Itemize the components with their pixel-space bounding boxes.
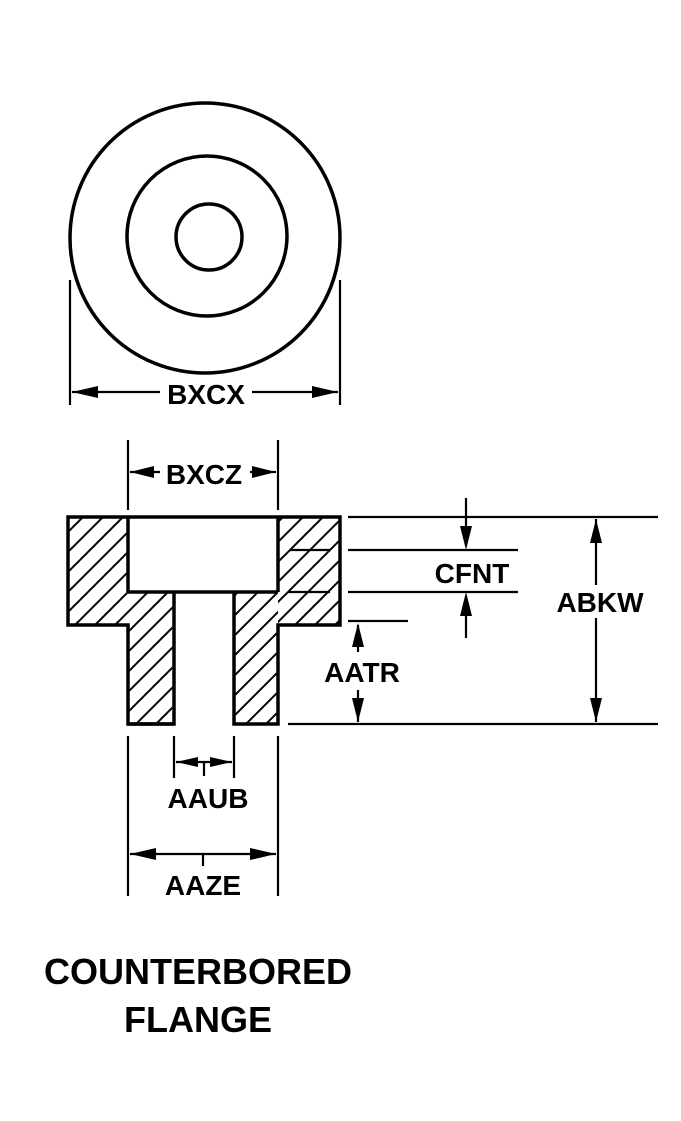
bore-circle: [174, 202, 244, 272]
hatch-line: [234, 592, 240, 598]
hatch-line: [73, 570, 128, 625]
hatch-line: [313, 598, 340, 625]
hatch-line: [410, 580, 570, 740]
section-view: BXCZ CFNT AATR ABKW: [0, 440, 658, 901]
dimension-label-aatr: AATR: [324, 657, 400, 688]
hatch-line: [390, 580, 550, 740]
dimension-cfnt: CFNT: [435, 498, 510, 638]
caption-line-2: FLANGE: [124, 999, 272, 1040]
dimension-label-cfnt: CFNT: [435, 558, 510, 589]
hatch-line: [128, 624, 174, 674]
hatch-line: [0, 500, 40, 640]
counterbore-circle: [125, 154, 289, 318]
hatch-line: [113, 610, 128, 625]
hatch-line: [278, 517, 305, 544]
hatch-line: [128, 592, 170, 634]
hatch-line: [234, 630, 278, 678]
dimension-abkw: ABKW: [556, 519, 644, 722]
hatch-line: [0, 500, 60, 640]
dimension-aatr: AATR: [324, 623, 400, 722]
hatch-line: [68, 550, 128, 614]
hatch-line: [278, 518, 340, 584]
hatch-line: [293, 578, 340, 625]
hatch-line: [68, 517, 85, 534]
dimension-label-bxcx: BXCX: [167, 379, 245, 410]
hatch-line: [68, 517, 105, 554]
hatch-line: [0, 580, 120, 740]
hatch-line: [68, 530, 128, 594]
dimension-label-bxcz: BXCZ: [166, 459, 242, 490]
hatch-line: [244, 690, 278, 724]
hatch-line: [70, 580, 230, 740]
dimension-label-abkw: ABKW: [556, 587, 644, 618]
dimension-label-aaze: AAZE: [165, 870, 241, 901]
dimension-label-aaub: AAUB: [168, 783, 249, 814]
dimension-aaub: AAUB: [168, 736, 249, 814]
caption: COUNTERBORED FLANGE: [44, 951, 352, 1040]
hatch-line: [68, 517, 125, 574]
hatch-line: [278, 558, 340, 624]
hatch-line: [50, 580, 210, 740]
hatch-line: [234, 650, 278, 698]
hatch-pattern: [0, 500, 570, 740]
top-view: BXCX: [68, 101, 342, 410]
hatch-line: [134, 684, 174, 724]
hatch-line: [0, 580, 100, 740]
hatch-line: [234, 670, 278, 718]
hatch-line: [128, 592, 150, 614]
hatch-line: [278, 538, 340, 604]
hatch-line: [93, 590, 128, 625]
hatch-line: [234, 592, 260, 618]
dimension-bxcz: BXCZ: [126, 440, 280, 510]
dimension-aaze: AAZE: [126, 736, 280, 901]
hatch-line: [128, 644, 174, 694]
outer-circle: [68, 101, 342, 375]
hatch-line: [128, 592, 130, 594]
caption-line-1: COUNTERBORED: [44, 951, 352, 992]
hatch-line: [234, 592, 278, 638]
hatch-line: [154, 704, 174, 724]
hatch-line: [128, 664, 174, 714]
hatch-line: [278, 517, 325, 564]
hatch-line: [128, 604, 174, 654]
dimension-bxcx: BXCX: [72, 379, 338, 410]
section-outline: [66, 515, 342, 726]
